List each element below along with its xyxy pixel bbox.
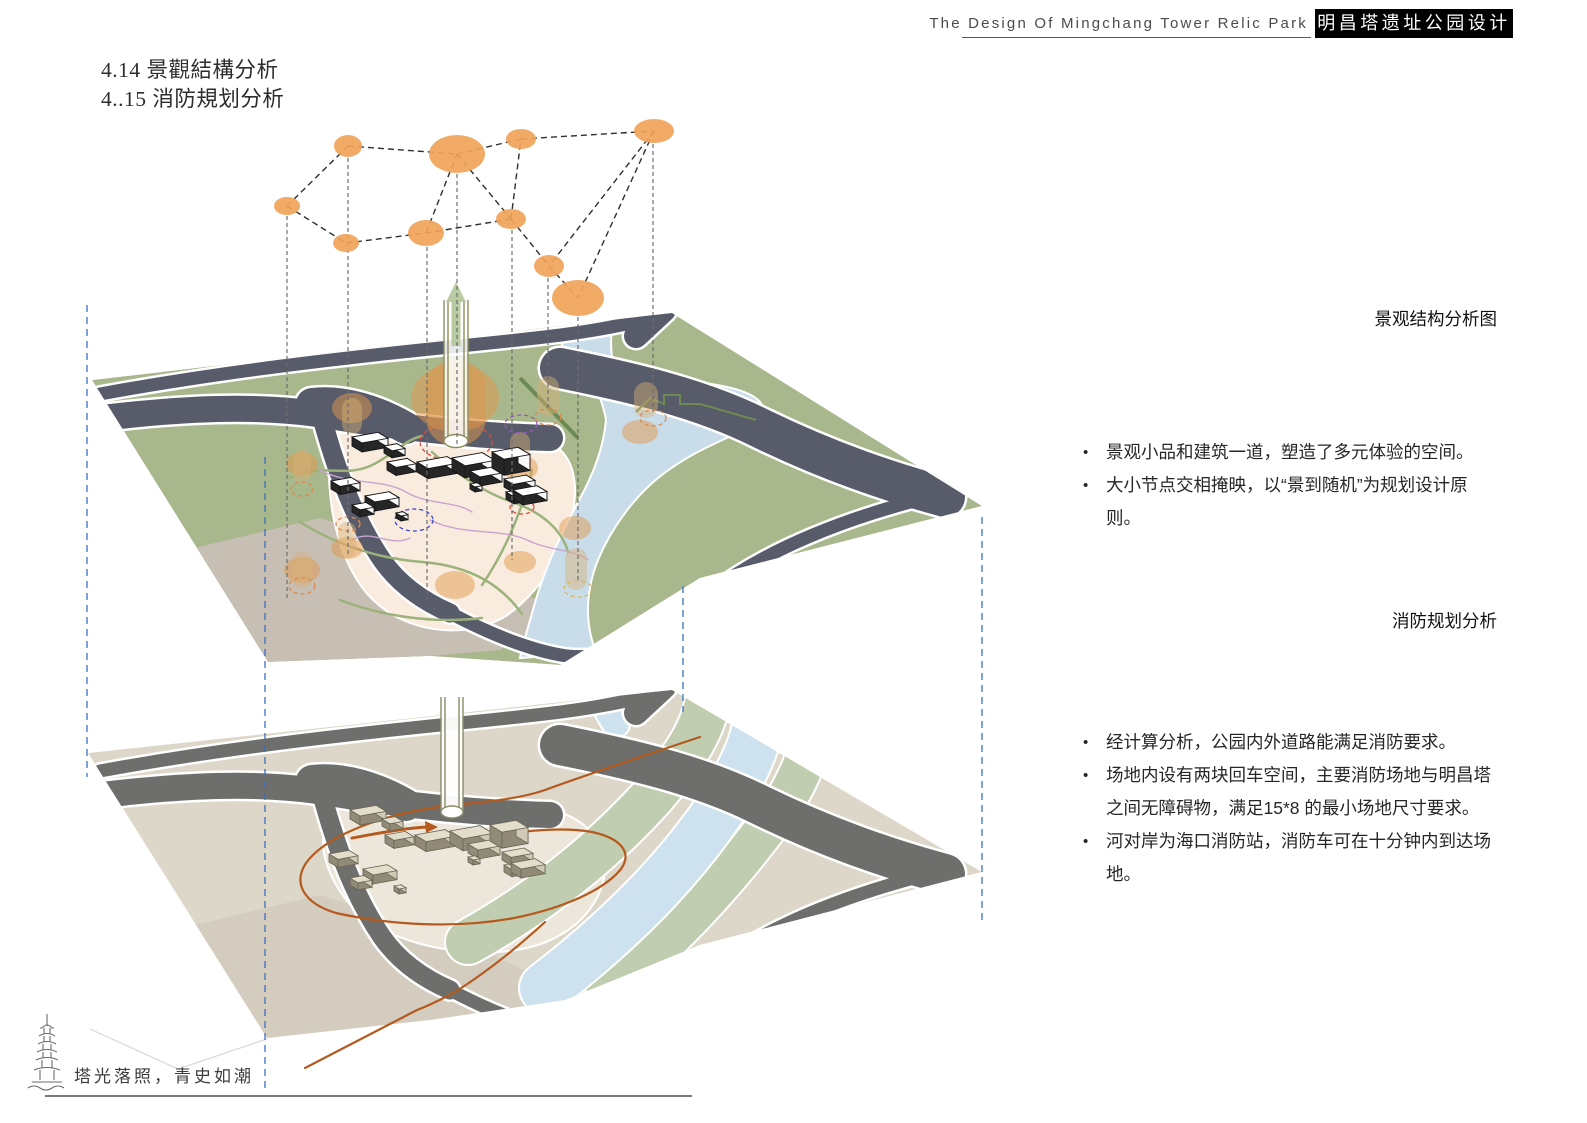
blue-guide-lines xyxy=(86,305,983,1093)
label-fire-planning-analysis: 消防规划分析 xyxy=(1392,611,1497,631)
fire-planning-plan xyxy=(88,690,982,1070)
heading-fire-planning: 4..15 消防規划分析 xyxy=(101,87,285,111)
header-underline xyxy=(962,37,1311,38)
heading-landscape-structure: 4.14 景觀結構分析 xyxy=(101,58,279,82)
landscape-node-bubbles xyxy=(274,119,674,316)
projection-drop-lines xyxy=(286,144,654,600)
green-boundary-lines xyxy=(518,376,757,440)
fire-access-route xyxy=(299,735,702,1070)
mingchang-tower-upper xyxy=(426,282,486,449)
footer-motto: 塔光落照，青史如潮 xyxy=(74,1067,254,1086)
note-item: 经计算分析，公园内外道路能满足消防要求。 xyxy=(1076,726,1500,759)
fire-planning-notes: 经计算分析，公园内外道路能满足消防要求。 场地内设有两块回车空间，主要消防场地与… xyxy=(1076,726,1500,891)
pavilion-buildings-lower xyxy=(327,804,547,895)
label-landscape-structure-diagram: 景观结构分析图 xyxy=(1374,309,1498,329)
note-item: 河对岸为海口消防站，消防车可在十分钟内到达场地。 xyxy=(1076,825,1500,891)
landscape-structure-plan xyxy=(92,282,982,665)
mingchang-tower-lower xyxy=(440,697,464,819)
landscape-structure-notes: 景观小品和建筑一道，塑造了多元体验的空间。 大小节点交相掩映，以“景到随机”为规… xyxy=(1076,436,1500,535)
ghost-outline xyxy=(89,1028,268,1070)
pagoda-line-icon xyxy=(27,1014,65,1091)
up-arrow-icon xyxy=(446,282,466,346)
route-arrowhead xyxy=(425,821,438,833)
chapter-headings: 4.14 景觀結構分析 4..15 消防規划分析 xyxy=(101,56,284,114)
note-item: 场地内设有两块回车空间，主要消防场地与明昌塔之间无障碍物，满足15*8 的最小场… xyxy=(1076,759,1500,825)
pavilion-buildings-upper xyxy=(329,431,549,522)
page-title-english: The Design Of Mingchang Tower Relic Park xyxy=(929,15,1308,32)
note-item: 景观小品和建筑一道，塑造了多元体验的空间。 xyxy=(1076,436,1500,469)
note-item: 大小节点交相掩映，以“景到随机”为规划设计原则。 xyxy=(1076,469,1500,535)
project-title-badge: 明昌塔遗址公园设计 xyxy=(1315,9,1513,38)
